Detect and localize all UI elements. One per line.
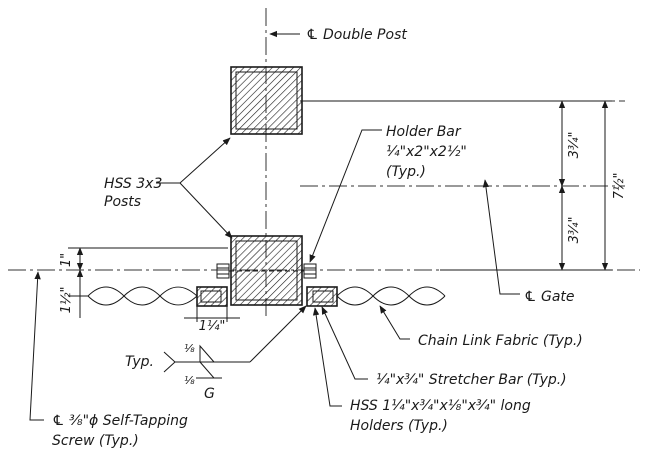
dimension-lower-spacing: 3¾"	[558, 185, 582, 271]
weld-g-label: G	[204, 386, 215, 402]
stretcher-bar-label: ¼"x¾" Stretcher Bar (Typ.)	[376, 372, 567, 388]
holders-label-1: HSS 1¼"x¾"x⅛"x¾" long	[350, 398, 531, 414]
holder-bar	[216, 263, 317, 279]
weld-size-top: ⅛	[184, 342, 195, 355]
dim-holder-width-text: 1¼"	[199, 319, 226, 334]
chain-link-fabric-right	[336, 286, 446, 306]
dimension-1inch: 1"	[59, 247, 84, 271]
dim-lower-text: 3¾"	[567, 217, 582, 244]
chain-link-label: Chain Link Fabric (Typ.)	[418, 333, 583, 349]
double-post-label: ℄ Double Post	[306, 27, 407, 43]
dimension-upper-spacing: 3¾"	[558, 100, 582, 187]
weld-symbol: Typ. ⅛ ⅛ G	[125, 305, 307, 402]
upper-hss-post	[230, 66, 303, 135]
holder-bar-label-1: Holder Bar	[386, 124, 462, 140]
weld-size-bottom: ⅛	[184, 374, 195, 387]
holders-label-2: Holders (Typ.)	[350, 418, 448, 434]
dimension-1-half: 1½"	[59, 269, 84, 318]
dimension-overall: 7½"	[601, 100, 627, 271]
right-holder	[306, 286, 338, 307]
dim-overall-text: 7½"	[612, 173, 627, 200]
posts-label-1: HSS 3x3	[104, 176, 162, 192]
dim-1-half-text: 1½"	[59, 287, 74, 314]
dimension-holder-width: 1¼"	[184, 306, 240, 334]
screw-label-2: Screw (Typ.)	[52, 433, 139, 449]
dim-1inch-text: 1"	[59, 253, 74, 267]
lower-hss-post	[230, 235, 303, 306]
posts-label-2: Posts	[104, 194, 141, 210]
gate-centerline-label: ℄ Gate	[524, 289, 575, 305]
dim-upper-text: 3¾"	[567, 132, 582, 159]
weld-typ-label: Typ.	[125, 354, 154, 370]
chain-link-fabric-left	[87, 286, 198, 306]
holder-bar-label-3: (Typ.)	[386, 164, 426, 180]
holder-bar-label-2: ¼"x2"x2½"	[386, 144, 467, 160]
left-holder	[196, 286, 228, 307]
screw-label-1: ℄ ⅜"ϕ Self-Tapping	[52, 413, 188, 429]
